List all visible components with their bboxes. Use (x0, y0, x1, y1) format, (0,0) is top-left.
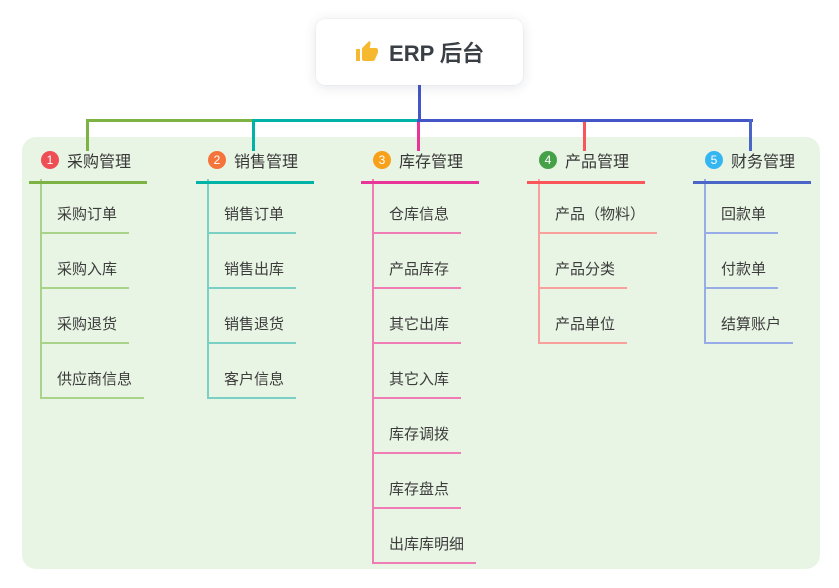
branch-badge-icon: 3 (373, 151, 391, 169)
connector-line (704, 179, 706, 342)
child-node-row: 回款单 (704, 179, 793, 234)
child-node[interactable]: 结算账户 (704, 313, 794, 344)
branch-badge-icon: 1 (41, 151, 59, 169)
child-node-row: 库存调拨 (372, 399, 476, 454)
child-node[interactable]: 销售退货 (207, 313, 297, 344)
child-node-row: 其它出库 (372, 289, 476, 344)
connector-line (417, 119, 753, 122)
child-node-row: 采购退货 (40, 289, 144, 344)
child-node[interactable]: 产品单位 (538, 313, 628, 344)
branch-children: 采购订单采购入库采购退货供应商信息 (40, 179, 145, 399)
child-node[interactable]: 付款单 (704, 258, 779, 289)
child-node[interactable]: 产品（物料） (538, 203, 658, 234)
child-node[interactable]: 产品库存 (372, 258, 462, 289)
branch-children: 产品（物料） 产品分类产品单位 (538, 179, 658, 344)
child-node-row: 采购入库 (40, 234, 144, 289)
branch-children: 仓库信息产品库存其它出库其它入库库存调拨库存盘点出库库明细 (372, 179, 477, 564)
branch-label: 财务管理 (731, 154, 796, 171)
branches-panel (22, 137, 820, 569)
connector-line (252, 119, 419, 122)
connector-line (372, 179, 374, 562)
connector-line (86, 119, 89, 151)
child-node[interactable]: 采购入库 (40, 258, 130, 289)
connector-line (538, 179, 540, 342)
child-node-row: 销售退货 (207, 289, 297, 344)
child-node[interactable]: 其它出库 (372, 313, 462, 344)
branch-label: 销售管理 (234, 154, 299, 171)
branch-header-4[interactable]: 4 产品管理 (527, 148, 645, 184)
child-node-row: 其它入库 (372, 344, 476, 399)
child-node-row: 采购订单 (40, 179, 144, 234)
child-node[interactable]: 客户信息 (207, 368, 297, 399)
child-node[interactable]: 仓库信息 (372, 203, 462, 234)
child-node-row: 仓库信息 (372, 179, 476, 234)
connector-line (583, 122, 586, 151)
child-node-row: 供应商信息 (40, 344, 145, 399)
root-node[interactable]: ERP 后台 (316, 19, 523, 85)
branch-header-3[interactable]: 3 库存管理 (361, 148, 479, 184)
child-node-row: 产品（物料） (538, 179, 658, 234)
branch-children: 回款单付款单结算账户 (704, 179, 794, 344)
branch-label: 采购管理 (67, 154, 132, 171)
child-node-row: 结算账户 (704, 289, 794, 344)
child-node-row: 产品单位 (538, 289, 657, 344)
child-node-row: 出库库明细 (372, 509, 477, 564)
connector-line (417, 122, 420, 151)
child-node[interactable]: 产品分类 (538, 258, 628, 289)
child-node-row: 库存盘点 (372, 454, 476, 509)
child-node[interactable]: 出库库明细 (372, 533, 477, 564)
branch-badge-icon: 2 (208, 151, 226, 169)
branch-label: 库存管理 (399, 154, 464, 171)
child-node[interactable]: 库存调拨 (372, 423, 462, 454)
connector-line (749, 119, 752, 151)
child-node-row: 付款单 (704, 234, 793, 289)
child-node[interactable]: 供应商信息 (40, 368, 145, 399)
branch-label: 产品管理 (565, 154, 630, 171)
child-node-row: 产品库存 (372, 234, 476, 289)
branch-header-1[interactable]: 1 采购管理 (29, 148, 147, 184)
branch-children: 销售订单销售出库销售退货客户信息 (207, 179, 297, 399)
child-node[interactable]: 库存盘点 (372, 478, 462, 509)
thumbs-up-icon (355, 40, 379, 64)
root-label: ERP 后台 (389, 41, 484, 66)
connector-line (252, 119, 255, 151)
child-node[interactable]: 采购退货 (40, 313, 130, 344)
branch-badge-icon: 5 (705, 151, 723, 169)
child-node-row: 客户信息 (207, 344, 297, 399)
child-node[interactable]: 销售订单 (207, 203, 297, 234)
child-node-row: 销售订单 (207, 179, 297, 234)
child-node[interactable]: 销售出库 (207, 258, 297, 289)
connector-line (86, 119, 254, 122)
child-node-row: 销售出库 (207, 234, 297, 289)
child-node[interactable]: 采购订单 (40, 203, 130, 234)
child-node[interactable]: 回款单 (704, 203, 779, 234)
branch-header-2[interactable]: 2 销售管理 (196, 148, 314, 184)
child-node-row: 产品分类 (538, 234, 657, 289)
branch-badge-icon: 4 (539, 151, 557, 169)
branch-header-5[interactable]: 5 财务管理 (693, 148, 811, 184)
child-node[interactable]: 其它入库 (372, 368, 462, 399)
connector-line (418, 84, 421, 120)
